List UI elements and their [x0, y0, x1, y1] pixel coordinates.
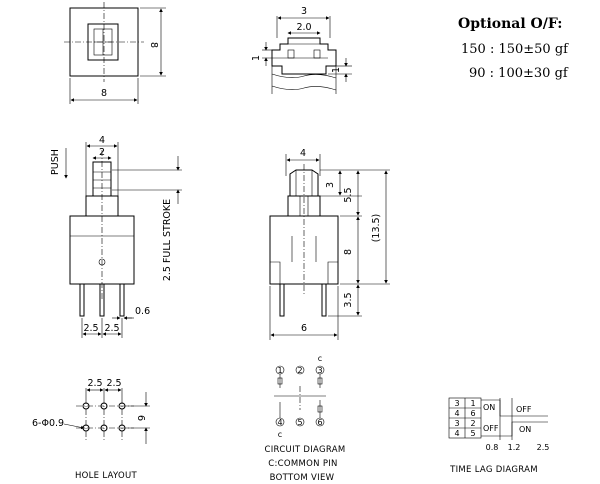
- front-dim-4-label: 4: [99, 135, 105, 146]
- side-view: 4 3 5.5 8 3.5: [269, 148, 390, 340]
- time-lag-t2: 1.2: [508, 443, 521, 452]
- circuit-diagram: c 1 2 3 4 5 6 c CIRCUIT DIAGRAM C:COMMON…: [265, 354, 346, 483]
- common-pin-bottom-label: c: [278, 430, 282, 439]
- time-lag-caption: TIME LAG DIAGRAM: [449, 465, 538, 475]
- time-lag-off-1: OFF: [516, 405, 532, 414]
- optional-title: Optional O/F:: [458, 16, 562, 32]
- time-lag-on-1: ON: [483, 403, 495, 412]
- side-detail-outer-label: 3: [301, 6, 307, 17]
- side-detail-left-label: 1: [251, 55, 262, 61]
- time-lag-pin: 4: [454, 409, 459, 418]
- time-lag-pin: 1: [470, 399, 475, 408]
- side-dim-6-label: 6: [301, 323, 307, 334]
- front-stem: [92, 161, 112, 197]
- hole-layout: 2.5 2.5 6-Φ0.9 6 HOLE LAYOUT: [32, 378, 150, 481]
- top-view-height-label: 8: [148, 42, 159, 48]
- svg-text:1: 1: [277, 366, 282, 375]
- hole-layout-caption: HOLE LAYOUT: [75, 471, 138, 481]
- common-pin-top-label: c: [318, 354, 322, 363]
- time-lag-pin: 3: [454, 399, 459, 408]
- time-lag-diagram: 3 1 4 6 3 2 4 5 ON OFF OFF ON 0.8 1.2 2.…: [448, 397, 550, 475]
- pin-width-label: 0.6: [135, 306, 150, 317]
- hole: [82, 402, 90, 410]
- optional-force-block: Optional O/F: 150 : 150±50 gf 90 : 100±3…: [458, 16, 569, 81]
- hole-dim-b-label: 2.5: [106, 378, 121, 389]
- side-dim-8-label: 8: [343, 249, 354, 255]
- front-view: PUSH 4 2 2.5 FULL STROKE: [50, 135, 182, 338]
- hole: [100, 424, 108, 432]
- side-detail: 3 2.0 1 1: [251, 6, 352, 94]
- svg-text:2: 2: [297, 366, 302, 375]
- front-pin-right: [119, 283, 125, 317]
- hole: [118, 402, 126, 410]
- side-dim-35-label: 3.5: [343, 292, 354, 307]
- front-pin-left: [79, 283, 85, 317]
- top-view: 8 8: [64, 2, 166, 104]
- side-detail-outline: [271, 37, 337, 75]
- front-pin-center: [99, 283, 105, 317]
- time-lag-pin: 6: [470, 409, 475, 418]
- hole-dim-a-label: 2.5: [87, 378, 102, 389]
- push-label: PUSH: [50, 149, 61, 175]
- side-detail-right-label: 1: [331, 67, 342, 73]
- time-lag-off-2: OFF: [483, 424, 499, 433]
- pin-pitch-a-label: 2.5: [83, 323, 98, 334]
- side-dim-135-label: (13.5): [371, 214, 382, 243]
- side-pin-left: [279, 283, 285, 317]
- svg-text:4: 4: [277, 418, 282, 427]
- top-view-width-label: 8: [101, 88, 107, 99]
- common-pin-caption: C:COMMON PIN: [268, 459, 337, 469]
- side-pin-right: [321, 283, 327, 317]
- time-lag-pin: 2: [470, 419, 475, 428]
- optional-line-90: 90 : 100±30 gf: [469, 66, 569, 81]
- side-dim-55-label: 5.5: [343, 187, 354, 202]
- svg-text:3: 3: [317, 366, 322, 375]
- optional-line-150: 150 : 150±50 gf: [461, 42, 569, 57]
- hole: [100, 402, 108, 410]
- circuit-caption: CIRCUIT DIAGRAM: [265, 445, 346, 455]
- svg-text:5: 5: [297, 418, 302, 427]
- time-lag-t3: 2.5: [537, 443, 550, 452]
- side-detail-inner-label: 2.0: [296, 22, 311, 33]
- svg-text:6: 6: [317, 418, 322, 427]
- side-dim-4-label: 4: [300, 148, 306, 159]
- hole-spec-label: 6-Φ0.9: [32, 418, 64, 429]
- hole: [118, 424, 126, 432]
- time-lag-on-2: ON: [519, 425, 531, 434]
- hole-dim-6-label: 6: [135, 415, 146, 421]
- time-lag-pin: 5: [470, 429, 475, 438]
- side-dim-3-label: 3: [325, 182, 336, 188]
- time-lag-pin: 3: [454, 419, 459, 428]
- time-lag-t1: 0.8: [486, 443, 499, 452]
- bottom-view-caption: BOTTOM VIEW: [270, 473, 335, 483]
- time-lag-pin: 4: [454, 429, 459, 438]
- full-stroke-label: 2.5 FULL STROKE: [162, 199, 173, 281]
- pin-pitch-b-label: 2.5: [104, 323, 119, 334]
